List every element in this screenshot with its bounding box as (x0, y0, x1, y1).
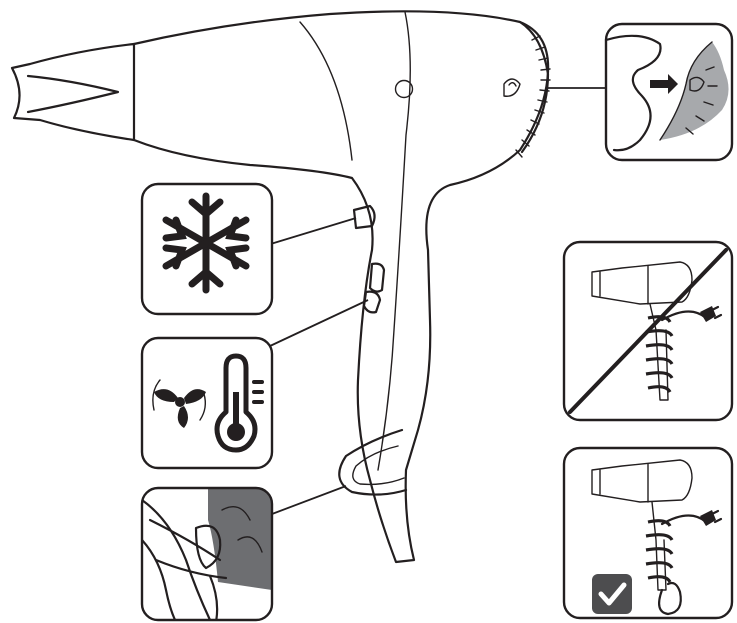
cool-shot-button (354, 206, 375, 228)
correct-storage-panel (564, 448, 732, 618)
speed-heat-callout (142, 338, 272, 468)
incorrect-storage-panel (564, 242, 732, 420)
cool-shot-callout (142, 184, 272, 314)
checkmark-icon (592, 574, 632, 614)
speed-switch (370, 264, 384, 292)
heat-switch (364, 292, 380, 313)
hanging-loop (339, 430, 406, 495)
filter-removal-callout (606, 24, 732, 160)
hanging-loop-callout (142, 488, 272, 622)
concentrator-nozzle (12, 44, 134, 140)
hair-dryer (12, 11, 550, 562)
